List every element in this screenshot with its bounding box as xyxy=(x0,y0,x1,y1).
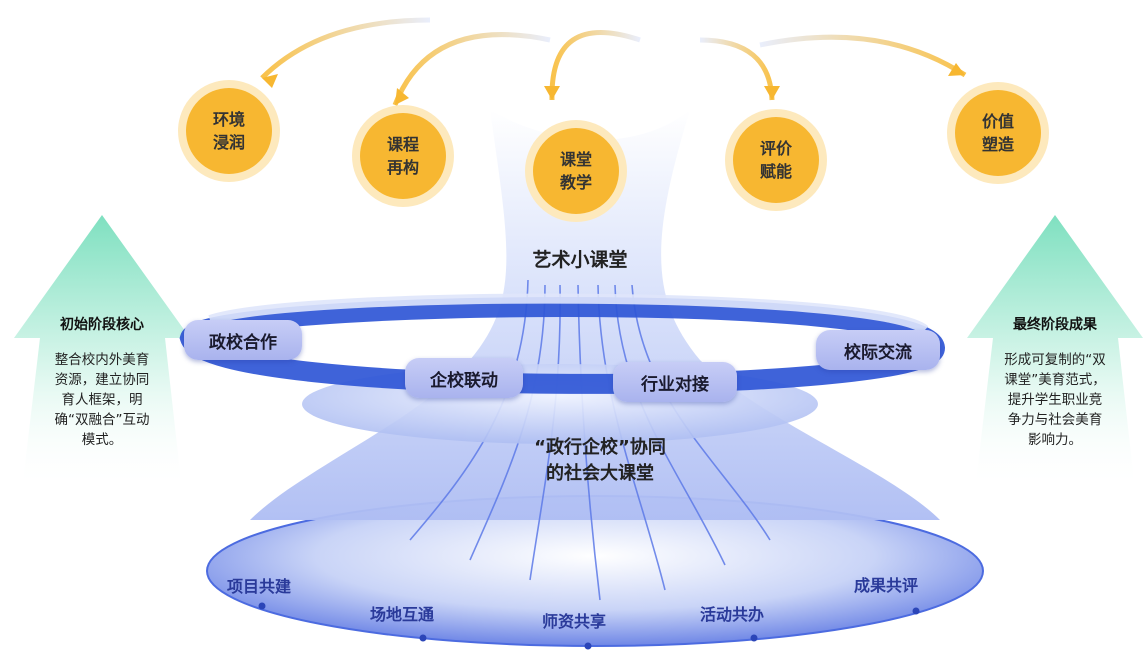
left-arrow-text: 整合校内外美育资源，建立协同育人框架，明确“双融合”互动模式。 xyxy=(54,352,150,448)
stage-circle-course: 课程再构 xyxy=(360,113,446,199)
stage-label-teach: 课堂教学 xyxy=(559,150,592,192)
base-item-activity: 活动共办 xyxy=(700,605,765,624)
stage-label-value: 价值塑造 xyxy=(981,112,1014,154)
big-classroom-title-line2: 的社会大课堂 xyxy=(546,463,654,484)
base-platform xyxy=(207,496,983,646)
left-arrow-title: 初始阶段核心 xyxy=(60,317,144,333)
right-up-arrow xyxy=(967,215,1143,490)
stage-label-env: 环境浸润 xyxy=(212,110,245,152)
stage-label-course: 课程再构 xyxy=(386,135,419,177)
right-arrow-text: 形成可复制的“双课堂”美育范式，提升学生职业竞争力与社会美育影响力。 xyxy=(1004,352,1106,448)
stage-circle-teach: 课堂教学 xyxy=(533,128,619,214)
left-up-arrow xyxy=(14,215,190,490)
ring-node-enterprise-school: 企校联动 xyxy=(405,358,523,398)
ring-node-inter-school: 校际交流 xyxy=(816,330,940,370)
base-item-teacher: 师资共享 xyxy=(542,612,607,631)
base-item-venue: 场地互通 xyxy=(370,605,435,624)
stage-circle-eval: 评价赋能 xyxy=(733,117,819,203)
stage-circle-env: 环境浸润 xyxy=(186,88,272,174)
base-item-project: 项目共建 xyxy=(227,577,292,596)
big-classroom-title-line1: “政行企校”协同 xyxy=(534,437,666,458)
base-item-result: 成果共评 xyxy=(854,576,919,595)
right-arrow-title: 最终阶段成果 xyxy=(1013,317,1097,333)
stage-label-eval: 评价赋能 xyxy=(759,139,792,181)
small-classroom-label: 艺术小课堂 xyxy=(532,249,628,271)
stage-circle-value: 价值塑造 xyxy=(955,90,1041,176)
ring-node-industry: 行业对接 xyxy=(613,362,737,402)
ring-node-gov-school: 政校合作 xyxy=(184,320,302,360)
